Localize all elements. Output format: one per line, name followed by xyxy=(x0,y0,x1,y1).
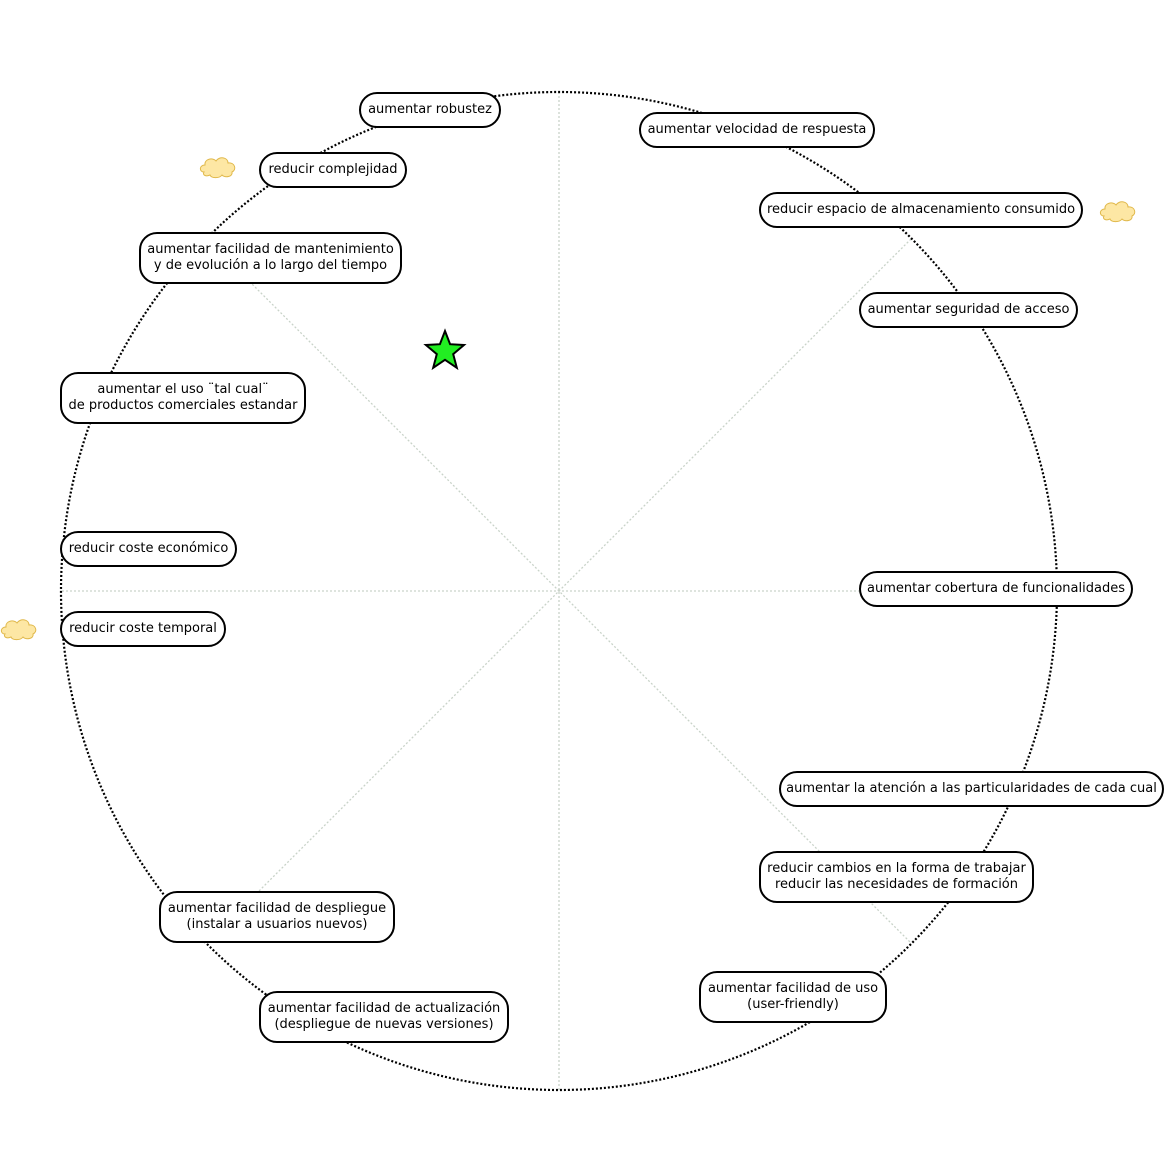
node-aumentar-facilidad-de-actualizacion[interactable]: aumentar facilidad de actualización (des… xyxy=(259,991,509,1043)
node-reducir-espacio-de-almacenamiento[interactable]: reducir espacio de almacenamiento consum… xyxy=(759,192,1083,228)
node-label-line-1: aumentar facilidad de despliegue xyxy=(167,901,387,916)
node-label: reducir coste económico xyxy=(68,541,229,556)
node-label-line-2: (despliegue de nuevas versiones) xyxy=(274,1017,494,1032)
node-label: reducir complejidad xyxy=(268,162,398,177)
node-label: aumentar robustez xyxy=(368,102,492,117)
node-reducir-coste-economico[interactable]: reducir coste económico xyxy=(60,531,237,567)
node-aumentar-robustez[interactable]: aumentar robustez xyxy=(359,92,501,128)
node-label-line-1: aumentar facilidad de actualización xyxy=(267,1001,501,1016)
node-reducir-coste-temporal[interactable]: reducir coste temporal xyxy=(60,611,226,647)
node-label: reducir espacio de almacenamiento consum… xyxy=(766,202,1076,217)
node-aumentar-facilidad-de-despliegue[interactable]: aumentar facilidad de despliegue (instal… xyxy=(159,891,395,943)
node-label: reducir coste temporal xyxy=(69,621,217,636)
star-icon[interactable] xyxy=(423,328,467,371)
node-label-line-2: reducir las necesidades de formación xyxy=(774,877,1019,892)
node-label-line-2: (instalar a usuarios nuevos) xyxy=(186,917,368,932)
node-label-line-1: reducir cambios en la forma de trabajar xyxy=(767,861,1026,876)
spokes xyxy=(62,92,1058,1090)
node-label-line-1: aumentar facilidad de mantenimiento xyxy=(147,242,394,257)
cloud-icon[interactable] xyxy=(199,157,236,179)
node-reducir-complejidad[interactable]: reducir complejidad xyxy=(259,152,407,188)
node-label: aumentar la atención a las particularida… xyxy=(786,781,1157,796)
spoke-diagonal-b xyxy=(206,238,912,944)
node-aumentar-el-uso-tal-cual[interactable]: aumentar el uso ¨tal cual¨ de productos … xyxy=(60,372,306,424)
node-label: aumentar seguridad de acceso xyxy=(867,302,1070,317)
node-reducir-cambios-en-la-forma-de-trabajar[interactable]: reducir cambios en la forma de trabajar … xyxy=(759,851,1034,903)
node-aumentar-facilidad-de-uso[interactable]: aumentar facilidad de uso (user-friendly… xyxy=(699,971,887,1023)
cloud-icon[interactable] xyxy=(0,619,37,641)
node-label-line-2: (user-friendly) xyxy=(747,997,839,1012)
node-aumentar-velocidad-de-respuesta[interactable]: aumentar velocidad de respuesta xyxy=(639,112,875,148)
node-aumentar-cobertura-de-funcionalidades[interactable]: aumentar cobertura de funcionalidades xyxy=(859,571,1133,607)
node-aumentar-seguridad-de-acceso[interactable]: aumentar seguridad de acceso xyxy=(859,292,1078,328)
node-label: aumentar velocidad de respuesta xyxy=(647,122,867,137)
node-label-line-2: de productos comerciales estandar xyxy=(68,398,298,413)
node-aumentar-la-atencion-a-las-particularidades[interactable]: aumentar la atención a las particularida… xyxy=(779,771,1164,807)
node-label-line-1: aumentar facilidad de uso xyxy=(707,981,879,996)
node-label-line-1: aumentar el uso ¨tal cual¨ xyxy=(97,382,269,397)
node-aumentar-facilidad-de-mantenimiento[interactable]: aumentar facilidad de mantenimiento y de… xyxy=(139,232,402,284)
node-label-line-2: y de evolución a lo largo del tiempo xyxy=(153,258,388,273)
cloud-icon[interactable] xyxy=(1099,201,1136,223)
node-label: aumentar cobertura de funcionalidades xyxy=(867,581,1125,596)
